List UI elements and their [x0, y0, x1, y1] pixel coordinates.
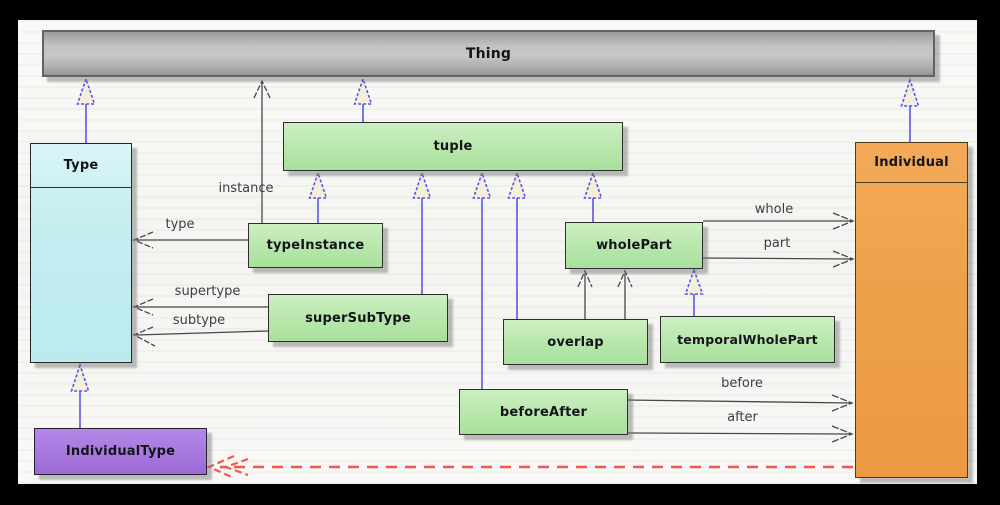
edge-label-before: before: [721, 376, 763, 391]
node-individualtype: IndividualType: [34, 428, 207, 475]
node-overlap-label: overlap: [547, 334, 604, 350]
association-supertype: [132, 298, 268, 316]
association-overlap-to-wholepart-1: [577, 269, 593, 319]
generalization-individual-to-thing: [900, 77, 920, 142]
node-supersubtype: superSubType: [268, 294, 448, 342]
node-temporalwholepart: temporalWholePart: [660, 316, 835, 363]
generalization-supersubtype-to-tuple: [412, 170, 432, 294]
association-part: [702, 250, 855, 268]
association-type: [132, 231, 248, 249]
node-typeinstance: typeInstance: [248, 223, 383, 268]
node-temporalwholepart-label: temporalWholePart: [677, 332, 818, 347]
edge-label-instance: instance: [218, 181, 274, 196]
generalization-type-to-thing: [76, 76, 96, 143]
node-thing: Thing: [42, 30, 935, 77]
edge-label-supertype: supertype: [174, 284, 241, 299]
edge-label-subtype: subtype: [172, 313, 226, 328]
generalization-individualtype-to-type: [70, 362, 90, 428]
generalization-typeinstance-to-tuple: [308, 170, 328, 223]
dependency-red-dashed: [206, 454, 853, 480]
node-individual-body: [856, 183, 967, 477]
association-whole: [703, 212, 855, 230]
node-tuple: tuple: [283, 122, 623, 171]
edge-label-after: after: [727, 410, 758, 425]
node-wholepart-label: wholePart: [596, 238, 672, 253]
edge-label-type: type: [165, 217, 195, 232]
node-tuple-label: tuple: [433, 139, 473, 154]
association-before: [627, 394, 854, 412]
node-type-title: Type: [31, 144, 131, 188]
generalization-temporalwholepart-to-wholepart: [684, 267, 704, 316]
association-subtype: [132, 326, 269, 347]
node-beforeafter-label: beforeAfter: [499, 404, 588, 420]
association-instance: [253, 79, 271, 223]
association-overlap-to-wholepart-2: [617, 269, 633, 319]
node-individual-title: Individual: [856, 143, 967, 183]
node-thing-label: Thing: [465, 45, 512, 62]
edge-label-whole: whole: [754, 202, 794, 217]
node-type: Type: [30, 143, 132, 363]
generalization-beforeafter-to-tuple: [472, 170, 492, 389]
node-overlap: overlap: [503, 319, 648, 365]
generalization-wholepart-to-tuple: [583, 170, 603, 222]
generalization-overlap-to-tuple: [507, 170, 527, 319]
node-type-body: [31, 188, 131, 362]
node-supersubtype-label: superSubType: [305, 310, 411, 326]
edge-label-part: part: [763, 236, 791, 251]
association-after: [627, 425, 854, 443]
node-beforeafter: beforeAfter: [459, 389, 628, 435]
node-wholepart: wholePart: [565, 222, 703, 269]
node-individual: Individual: [855, 142, 968, 478]
node-typeinstance-label: typeInstance: [266, 238, 365, 253]
node-individualtype-label: IndividualType: [65, 444, 176, 459]
generalization-tuple-to-thing: [353, 76, 373, 122]
